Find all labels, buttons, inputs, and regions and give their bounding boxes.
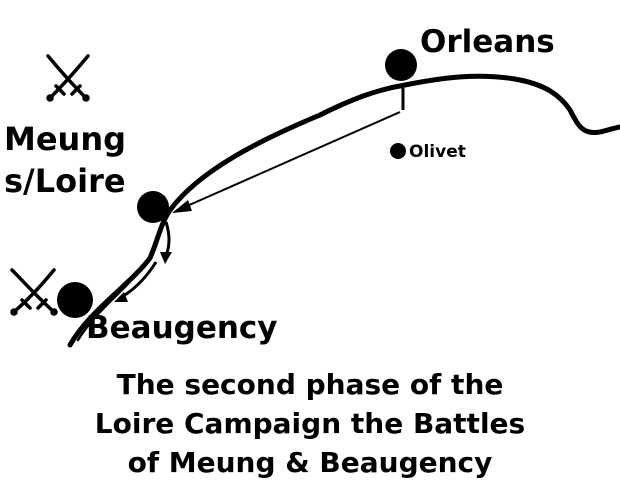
march-arrowhead	[172, 200, 192, 213]
meung-label-line2: s/Loire	[4, 162, 126, 200]
advance-arrowhead-1	[160, 252, 172, 264]
crossed-swords-icon	[46, 54, 90, 102]
meung-marker	[137, 191, 169, 223]
advance-arrow-1	[164, 221, 171, 257]
loire-river	[67, 73, 620, 348]
olivet-label: Olivet	[409, 142, 466, 162]
beaugency-label: Beaugency	[86, 310, 278, 346]
caption-line-3: of Meung & Beaugency	[127, 446, 493, 479]
march-arrow-line	[177, 111, 401, 211]
caption-line-2: Loire Campaign the Battles	[94, 407, 526, 440]
meung-label: Meung s/Loire	[4, 118, 154, 202]
orleans-marker	[385, 49, 417, 81]
meung-label-line1: Meung	[4, 120, 127, 158]
olivet-marker	[390, 143, 406, 159]
advance-arrowhead-2	[114, 292, 128, 302]
crossed-swords-icon	[10, 268, 58, 316]
advance-arrow-2	[119, 261, 158, 300]
caption-line-1: The second phase of the	[116, 368, 504, 401]
loire-river-bank	[76, 266, 144, 342]
map-caption: The second phase of the Loire Campaign t…	[50, 365, 570, 482]
beaugency-marker	[57, 282, 93, 318]
orleans-label: Orleans	[420, 24, 555, 60]
